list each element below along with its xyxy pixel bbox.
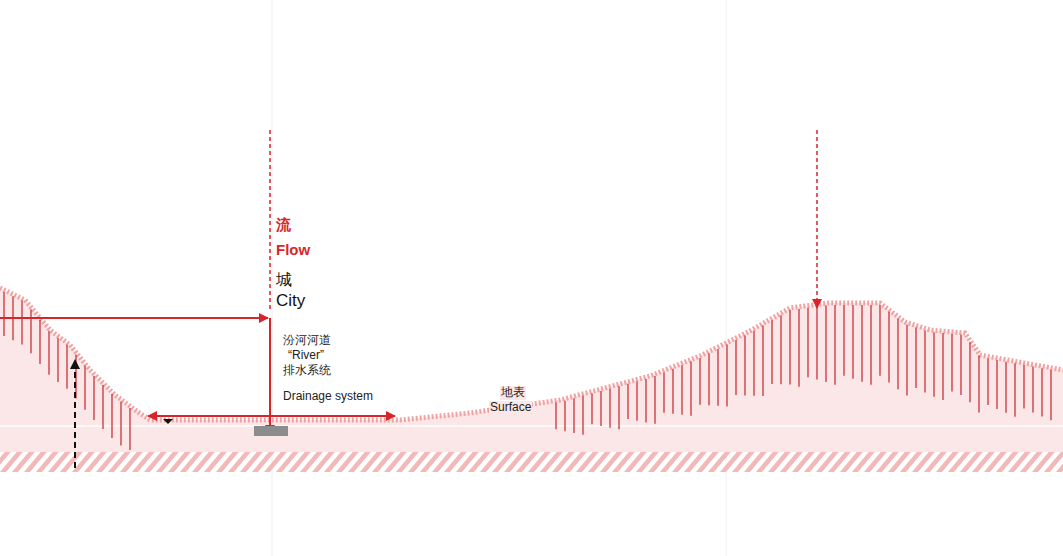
terrain-stroke: [30, 309, 31, 353]
terrain-stroke: [780, 315, 781, 384]
terrain-stroke: [789, 310, 790, 384]
terrain-stroke: [591, 393, 592, 424]
terrain-stroke: [969, 342, 970, 402]
chinese-label: 城: [276, 271, 292, 289]
terrain-stroke: [807, 308, 808, 377]
spread-arrow: [148, 415, 395, 417]
terrain-stroke: [762, 326, 763, 396]
terrain-stroke: [690, 362, 691, 416]
terrain-stroke: [834, 305, 835, 385]
terrain-stroke: [600, 391, 601, 426]
terrain-stroke: [735, 340, 736, 395]
terrain-stroke: [645, 379, 646, 422]
flow-dashed: [269, 130, 271, 312]
base-line: [0, 425, 1063, 427]
surface-label: Surface: [489, 401, 532, 415]
terrain-stroke: [102, 385, 103, 429]
terrain-stroke: [1032, 367, 1033, 413]
terrain-stroke: [1014, 363, 1015, 416]
terrain-stroke: [753, 331, 754, 396]
terrain-stroke: [84, 366, 85, 410]
terrain-stroke: [906, 325, 907, 396]
terrain-stroke: [1050, 370, 1051, 420]
terrain-stroke: [120, 401, 121, 445]
terrain-stroke: [879, 305, 880, 376]
city-label: City: [276, 291, 305, 311]
terrain-stroke: [681, 365, 682, 415]
terrain-stroke: [996, 360, 997, 409]
terrain-stroke: [942, 333, 943, 400]
terrain-stroke: [654, 376, 655, 424]
terrain-strokes: [4, 292, 1051, 450]
terrain-stroke: [951, 334, 952, 392]
ground-hatch: [0, 452, 1063, 472]
terrain-stroke: [978, 356, 979, 413]
terrain-stroke: [1023, 365, 1024, 409]
chinese-label: 地表: [500, 386, 526, 400]
terrain-stroke: [93, 376, 94, 420]
terrain-stroke: [897, 319, 898, 389]
terrain-stroke: [825, 306, 826, 382]
chinese-label: 汾河河道: [283, 334, 331, 348]
terrain-stroke: [924, 330, 925, 392]
terrain-stroke: [555, 403, 556, 430]
terrain-stroke: [564, 401, 565, 432]
terrain-stroke: [843, 305, 844, 376]
terrain-stroke: [57, 338, 58, 382]
chinese-label: 流: [276, 216, 291, 233]
terrain-stroke: [708, 354, 709, 406]
terrain-stroke: [726, 345, 727, 407]
river-label: “River”: [288, 349, 324, 363]
guide-line: [272, 0, 273, 556]
terrain-stroke: [129, 408, 130, 450]
drainage-label: Drainage system: [283, 390, 373, 404]
terrain-stroke: [861, 305, 862, 382]
terrain-stroke: [3, 292, 4, 336]
terrain-stroke: [609, 389, 610, 428]
rain-arrow: [816, 130, 818, 308]
terrain-stroke: [663, 372, 664, 412]
guide-line: [726, 0, 727, 556]
terrain-fill: [0, 288, 1063, 452]
terrain-stroke: [915, 328, 916, 389]
terrain-stroke: [39, 320, 40, 364]
river-channel: [254, 426, 288, 436]
flow-label: Flow: [276, 241, 310, 258]
terrain-stroke: [987, 358, 988, 405]
terrain-stroke: [1005, 362, 1006, 413]
chinese-label: 排水系统: [283, 364, 331, 378]
terrain-stroke: [933, 332, 934, 396]
terrain-stroke: [870, 305, 871, 385]
terrain-stroke: [21, 301, 22, 345]
terrain-stroke: [771, 320, 772, 384]
terrain-stroke: [717, 349, 718, 406]
terrain-stroke: [636, 381, 637, 420]
terrain-stroke: [48, 331, 49, 375]
groundwater-arrow: [74, 360, 76, 468]
terrain-stroke: [798, 309, 799, 387]
terrain-stroke: [699, 358, 700, 405]
terrain-stroke: [1041, 368, 1042, 416]
terrain-stroke: [573, 398, 574, 433]
water-level-mark: [163, 419, 173, 424]
terrain-stroke: [111, 394, 112, 438]
surface-line: [0, 288, 1063, 420]
terrain-stroke: [66, 345, 67, 389]
terrain-stroke: [672, 369, 673, 414]
terrain-stroke: [744, 336, 745, 396]
terrain-stroke: [960, 335, 961, 395]
flow-arrow: [0, 317, 268, 319]
terrain-stroke: [888, 312, 889, 383]
terrain-stroke: [582, 396, 583, 435]
terrain-stroke: [627, 384, 628, 419]
terrain-stroke: [852, 305, 853, 379]
terrain-stroke: [816, 307, 817, 380]
terrain-stroke: [618, 386, 619, 429]
